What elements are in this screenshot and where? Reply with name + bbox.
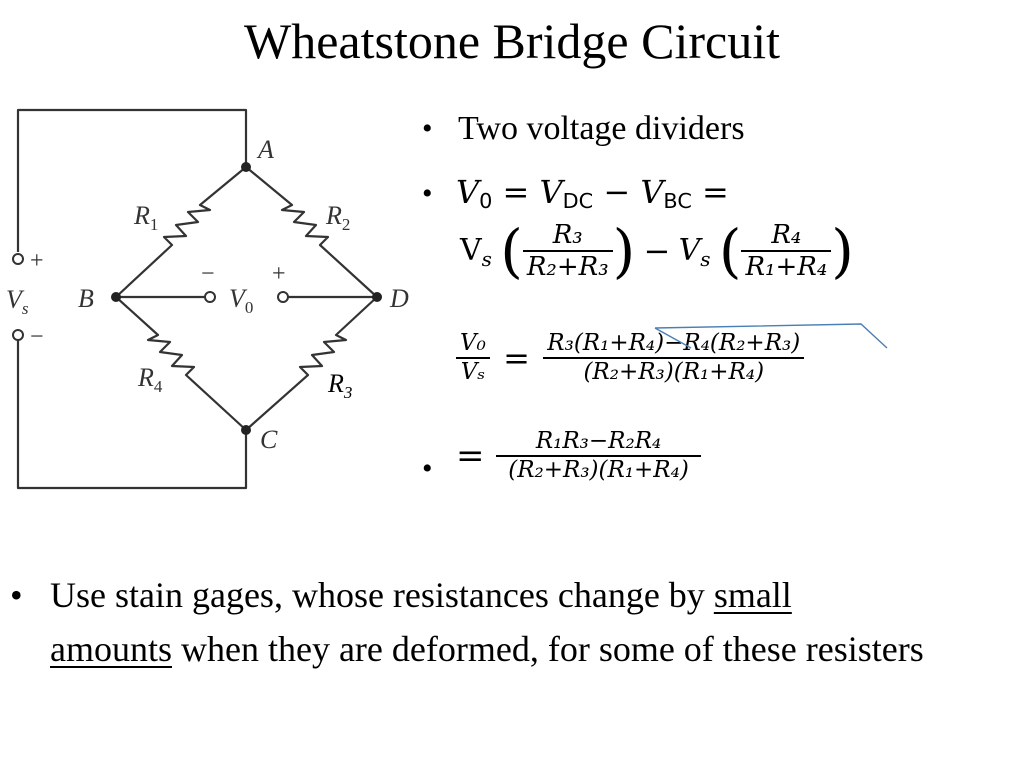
resistor-r2 — [245, 166, 378, 298]
bullet-strain-gages: • Use stain gages, whose resistances cha… — [10, 568, 1010, 676]
resistor-r4 — [115, 296, 247, 431]
vs-label: Vs — [6, 285, 29, 318]
v0-minus: − — [201, 261, 215, 287]
v0-label: V0 — [229, 284, 253, 317]
vs-terminal-minus — [12, 329, 24, 341]
equation-v0-definition: V0 = VDC − VBC = — [456, 173, 729, 214]
bullet-two-voltage-dividers: Two voltage dividers — [458, 110, 745, 147]
cancel-annotation — [654, 323, 888, 349]
r4-label: R4 — [137, 363, 163, 396]
resistor-r3 — [245, 296, 378, 431]
node-c-label: C — [260, 425, 278, 454]
bullet-2-dot: • — [422, 177, 433, 210]
r1-label: R1 — [133, 201, 158, 234]
underlined-small: small — [713, 575, 792, 615]
slide-title: Wheatstone Bridge Circuit — [244, 13, 780, 69]
node-d-dot — [372, 292, 382, 302]
vs-plus: + — [30, 248, 44, 274]
resistor-r1 — [115, 166, 247, 298]
vs-minus: − — [30, 324, 44, 350]
r2-label: R2 — [325, 201, 350, 234]
underlined-amounts: amounts — [50, 629, 172, 669]
r3-label: R3 — [327, 369, 352, 402]
v0-plus: + — [272, 261, 286, 287]
node-a-label: A — [256, 135, 274, 164]
node-a-dot — [241, 162, 251, 172]
wheatstone-bridge-diagram: A B C D R1 R2 R4 R3 Vs + − V0 − + — [6, 108, 409, 490]
vs-terminal-plus — [12, 253, 24, 265]
bullet-3-dot: • — [422, 452, 433, 485]
outer-wire — [16, 108, 248, 252]
outer-wire-bottom — [16, 340, 248, 490]
equation-simplified: = R₁R₃−R₂R₄(R₂+R₃)(R₁+R₄) — [456, 430, 702, 482]
bullet-1-dot: • — [422, 112, 433, 145]
node-b-dot — [111, 292, 121, 302]
node-c-dot — [241, 425, 251, 435]
v0-terminal-plus — [277, 291, 289, 303]
v0-terminal-minus — [204, 291, 216, 303]
bullet-4-dot: • — [10, 575, 23, 615]
node-d-label: D — [389, 284, 409, 313]
node-b-label: B — [78, 284, 94, 313]
